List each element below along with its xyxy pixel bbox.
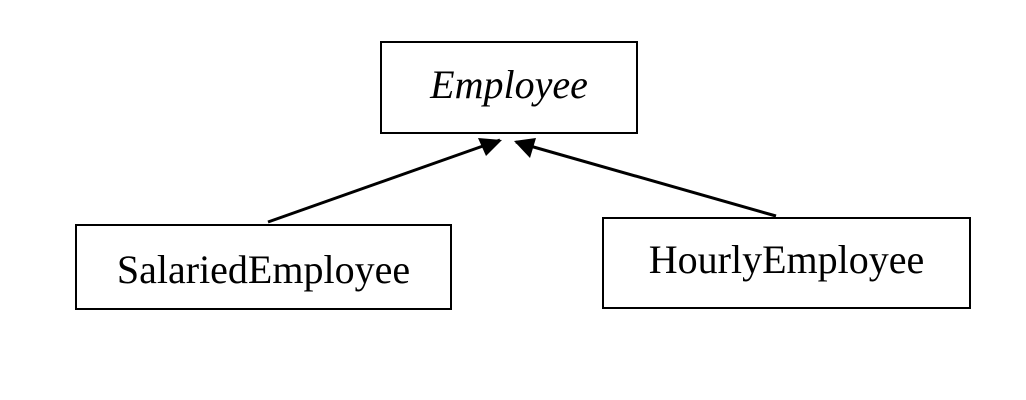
class-name-salaried-employee: SalariedEmployee [116,247,411,292]
class-name-hourly-employee: HourlyEmployee [648,237,925,282]
inheritance-arrow-hourly [515,140,777,218]
class-name-employee: Employee [430,61,588,107]
arrowhead-hourly-icon [514,138,536,158]
class-box-hourly-employee: HourlyEmployee [602,217,971,309]
class-box-salaried-employee: SalariedEmployee [75,224,452,310]
inheritance-arrow-salaried [267,138,501,224]
class-box-employee: Employee [380,41,638,134]
arrowhead-salaried-icon [478,138,502,156]
